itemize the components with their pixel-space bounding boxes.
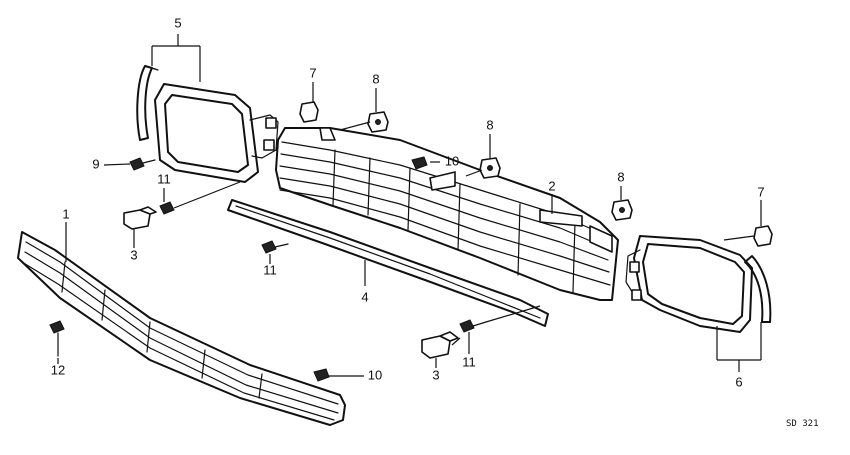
callout-8-c: 8 (617, 169, 624, 184)
callout-11-b: 11 (263, 262, 277, 277)
callout-4: 4 (361, 289, 368, 304)
callout-8-a: 8 (372, 71, 379, 86)
seal-strip-left (136, 65, 159, 141)
clip-10-b (313, 368, 330, 382)
screw-9 (129, 157, 156, 171)
screw-11-b (261, 240, 289, 254)
callout-7-right: 7 (757, 184, 764, 199)
callout-9: 9 (92, 156, 99, 171)
nut-8-a (367, 111, 389, 133)
diagram-code: SD 321 (786, 419, 819, 429)
screw-11-c (459, 319, 487, 333)
screw-11-a (159, 201, 175, 215)
callout-10-a: 10 (445, 153, 459, 168)
callout-11-c: 11 (462, 354, 476, 369)
leader-lines (57, 34, 762, 377)
clip-3-right (421, 331, 459, 359)
callout-8-b: 8 (486, 117, 493, 132)
main-grille-part (275, 127, 619, 301)
callout-5: 5 (174, 15, 181, 30)
callout-3-right: 3 (432, 367, 439, 382)
callout-1: 1 (62, 206, 69, 221)
lower-grille-part (17, 231, 346, 426)
clip-10-a (411, 156, 428, 170)
headlight-bezel-right (625, 235, 753, 333)
clip-3-left (123, 206, 157, 230)
seal-strip-right (744, 255, 772, 323)
callout-12: 12 (51, 362, 65, 377)
headlight-bezel-left (154, 83, 279, 183)
molding-strip-part (227, 199, 549, 327)
nut-8-c (611, 199, 633, 221)
callout-3-left: 3 (130, 247, 137, 262)
nut-8-b (479, 157, 501, 179)
callout-7-left: 7 (309, 65, 316, 80)
screw-12 (49, 320, 65, 357)
clip-7-right (753, 225, 773, 247)
callout-10-b: 10 (368, 367, 382, 382)
callout-6: 6 (735, 374, 742, 389)
callout-2: 2 (548, 178, 555, 193)
callout-11-a: 11 (157, 171, 171, 186)
clip-7-left (299, 101, 319, 123)
